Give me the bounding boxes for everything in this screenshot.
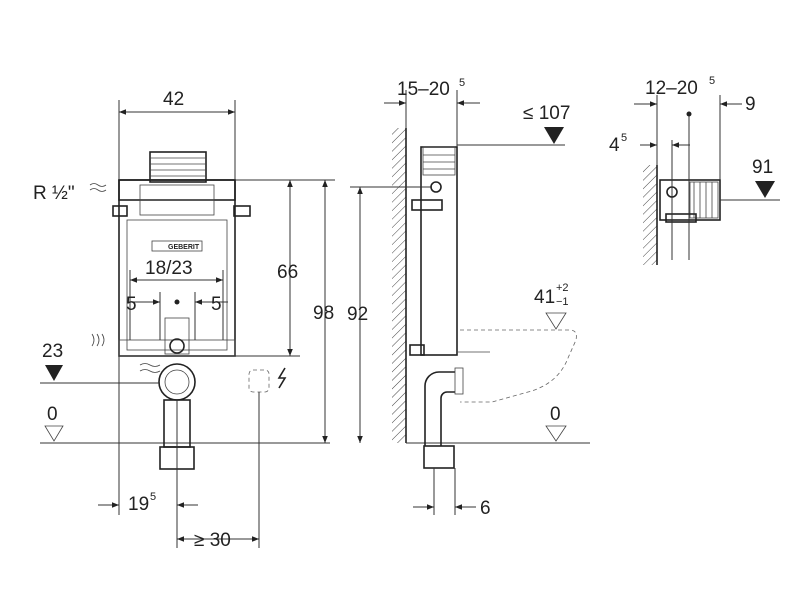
dim-15-20: 15–20 [397, 79, 450, 100]
bracket-right [233, 205, 251, 217]
frame-top-bar [118, 179, 236, 201]
flush-housing-lines [150, 157, 206, 177]
dim-66: 66 [277, 262, 298, 283]
dim-9: 9 [745, 94, 756, 115]
side-bracket-top [411, 199, 443, 211]
supply-valve-side [430, 181, 442, 193]
drain-outlet-side [423, 445, 455, 469]
frame-side-top [422, 146, 456, 176]
dim-12-20-sup: 5 [709, 75, 715, 87]
flush-valve-circle [169, 338, 185, 354]
electric-box [248, 369, 270, 393]
dim-23: 23 [42, 341, 63, 362]
dim-r-half: R ½" [33, 183, 75, 204]
detail-wall-hatch [643, 165, 657, 265]
dim-4: 4 [609, 135, 620, 156]
dim-91: 91 [752, 157, 773, 178]
brand-logo-text: GEBERIT [168, 244, 200, 251]
dim-18-23: 18/23 [145, 258, 193, 279]
center-dot [174, 299, 180, 305]
flush-icon-2 [139, 363, 161, 373]
drain-elbow-front [158, 363, 196, 401]
electric-icon [277, 367, 287, 389]
drain-elbow-inner [164, 369, 190, 395]
dim-19-sup: 5 [150, 491, 156, 503]
dim-4-sup: 5 [621, 132, 627, 144]
brand-badge [151, 240, 203, 252]
flush-housing [149, 151, 207, 183]
dim-92: 92 [347, 304, 368, 325]
dim-6: 6 [480, 498, 491, 519]
flush-icon [91, 333, 105, 347]
dim-le107: ≤ 107 [523, 103, 570, 124]
dim-98: 98 [313, 303, 334, 324]
dim-41-sup: +2 [556, 282, 569, 294]
dim-0-left: 0 [47, 404, 58, 425]
triangle-41 [545, 312, 567, 330]
drain-connector [454, 367, 464, 395]
bracket-left [112, 205, 128, 217]
drain-bend-side [424, 371, 455, 446]
base-plate [118, 339, 236, 357]
frame-side [420, 146, 458, 356]
dim-0-right: 0 [550, 404, 561, 425]
detail-bracket [665, 213, 697, 223]
side-view: 15–20 5 ≤ 107 92 41 +2 −1 0 6 [347, 77, 590, 519]
dim-15-20-sup: 5 [459, 77, 465, 89]
detail-center-dot [686, 111, 692, 117]
level-triangle-icon [45, 365, 63, 381]
detail-cistern [689, 181, 719, 219]
dim-5-left: 5 [126, 294, 137, 315]
level-triangle-107 [544, 127, 564, 144]
wall-hatch [392, 128, 406, 443]
dim-ge30: ≥ 30 [194, 530, 231, 551]
detail-view: 12–20 5 9 4 5 91 [609, 75, 780, 265]
zero-triangle-right [545, 425, 567, 442]
dim-41: 41 [534, 287, 555, 308]
dim-19: 19 [128, 494, 149, 515]
flush-valve [164, 317, 190, 355]
side-bracket-bottom [409, 344, 425, 356]
front-view: GEBERIT 42 R ½" 18/23 [33, 89, 335, 551]
dim-5-right: 5 [211, 294, 222, 315]
frame-inner [126, 219, 228, 351]
toilet-bowl [460, 329, 577, 403]
dim-41-sub: −1 [556, 296, 569, 308]
dim-42: 42 [163, 89, 184, 110]
dim-12-20: 12–20 [645, 78, 698, 99]
zero-triangle-left [44, 425, 64, 442]
level-triangle-91 [755, 181, 775, 198]
water-supply-icon [89, 183, 107, 192]
